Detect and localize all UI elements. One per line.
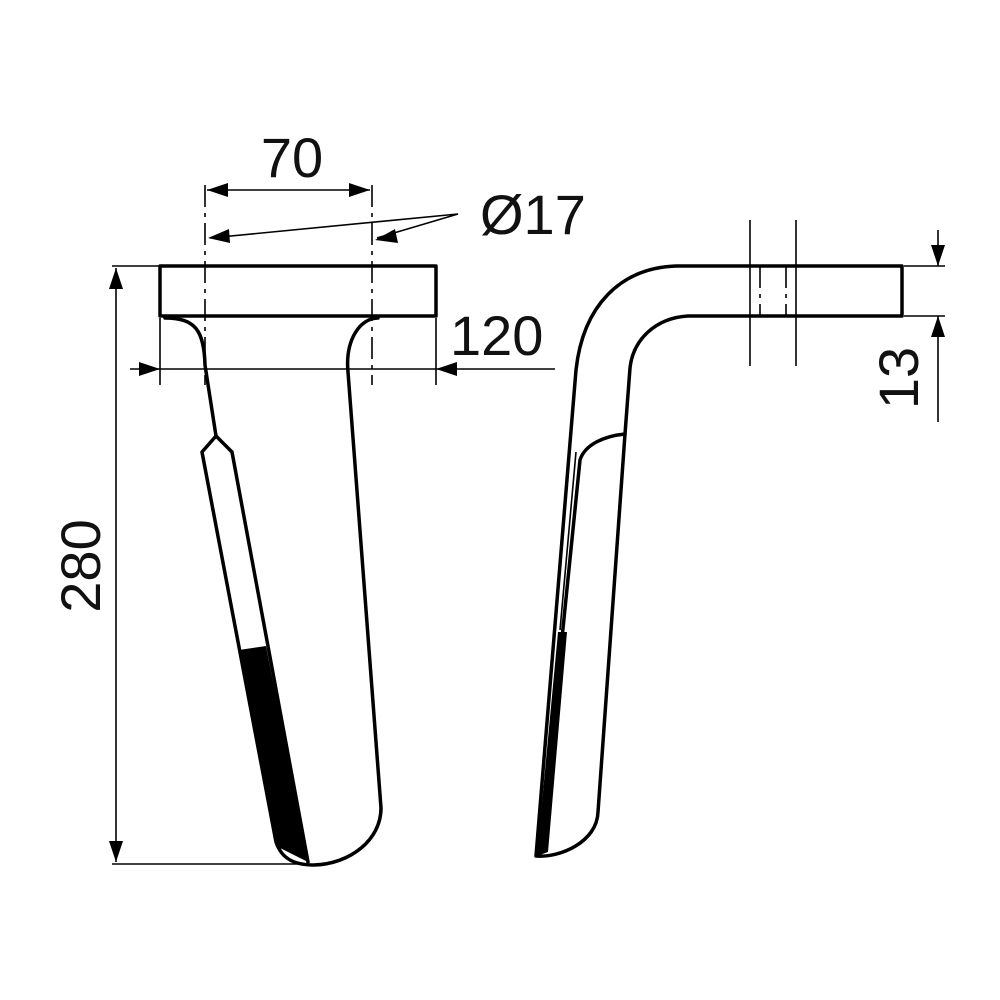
side-blade-outline [534,264,904,858]
front-blade-outline [163,316,383,867]
front-hardfacing [239,646,308,862]
dim-flange-width: 120 [130,304,555,385]
dim-total-height-label: 280 [49,519,112,612]
dim-thickness: 13 [867,230,945,422]
front-flange [158,264,438,318]
dim-hole-diameter-label: Ø17 [480,183,586,246]
dim-flange-width-label: 120 [450,304,543,367]
dim-hole-diameter: Ø17 [208,183,586,246]
dim-hole-spacing: 70 [207,126,370,197]
dim-thickness-label: 13 [867,347,930,409]
side-inner-face [538,432,627,858]
front-edge-line [214,434,310,864]
front-view [158,185,438,867]
dim-hole-spacing-label: 70 [261,126,323,189]
side-view [534,220,904,858]
side-hardfacing [537,632,567,856]
dim-total-height: 280 [49,265,305,865]
side-inner-line [559,451,577,631]
